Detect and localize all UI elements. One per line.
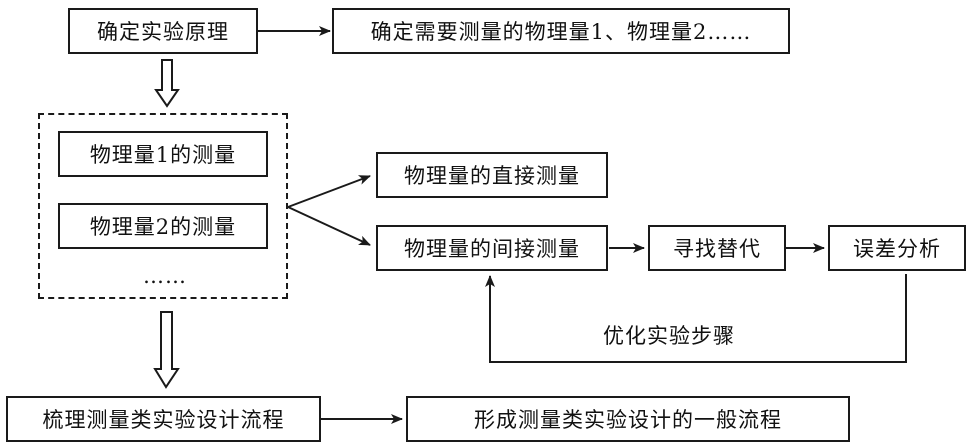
- arrow-to-indirect: [287, 206, 371, 246]
- node-quantities: 确定需要测量的物理量1、物理量2……: [332, 8, 790, 54]
- node-measure2: 物理量2的测量: [58, 203, 268, 249]
- node-sort-process: 梳理测量类实验设计流程: [6, 396, 321, 442]
- node-indirect: 物理量的间接测量: [376, 225, 608, 271]
- node-direct: 物理量的直接测量: [376, 152, 608, 198]
- hollow-arrow-down-1: [154, 59, 180, 108]
- node-substitute: 寻找替代: [648, 225, 786, 271]
- node-error: 误差分析: [828, 225, 966, 271]
- label-optimize: 优化实验步骤: [603, 324, 735, 348]
- arrow-to-direct: [287, 175, 371, 208]
- node-ellipsis: ……: [143, 264, 187, 288]
- feedback-loop: [485, 274, 907, 363]
- node-general-process: 形成测量类实验设计的一般流程: [406, 396, 850, 442]
- node-measure1: 物理量1的测量: [58, 131, 268, 177]
- hollow-arrow-down-2: [153, 311, 180, 389]
- measurement-group: [38, 113, 288, 299]
- node-principle: 确定实验原理: [68, 8, 258, 54]
